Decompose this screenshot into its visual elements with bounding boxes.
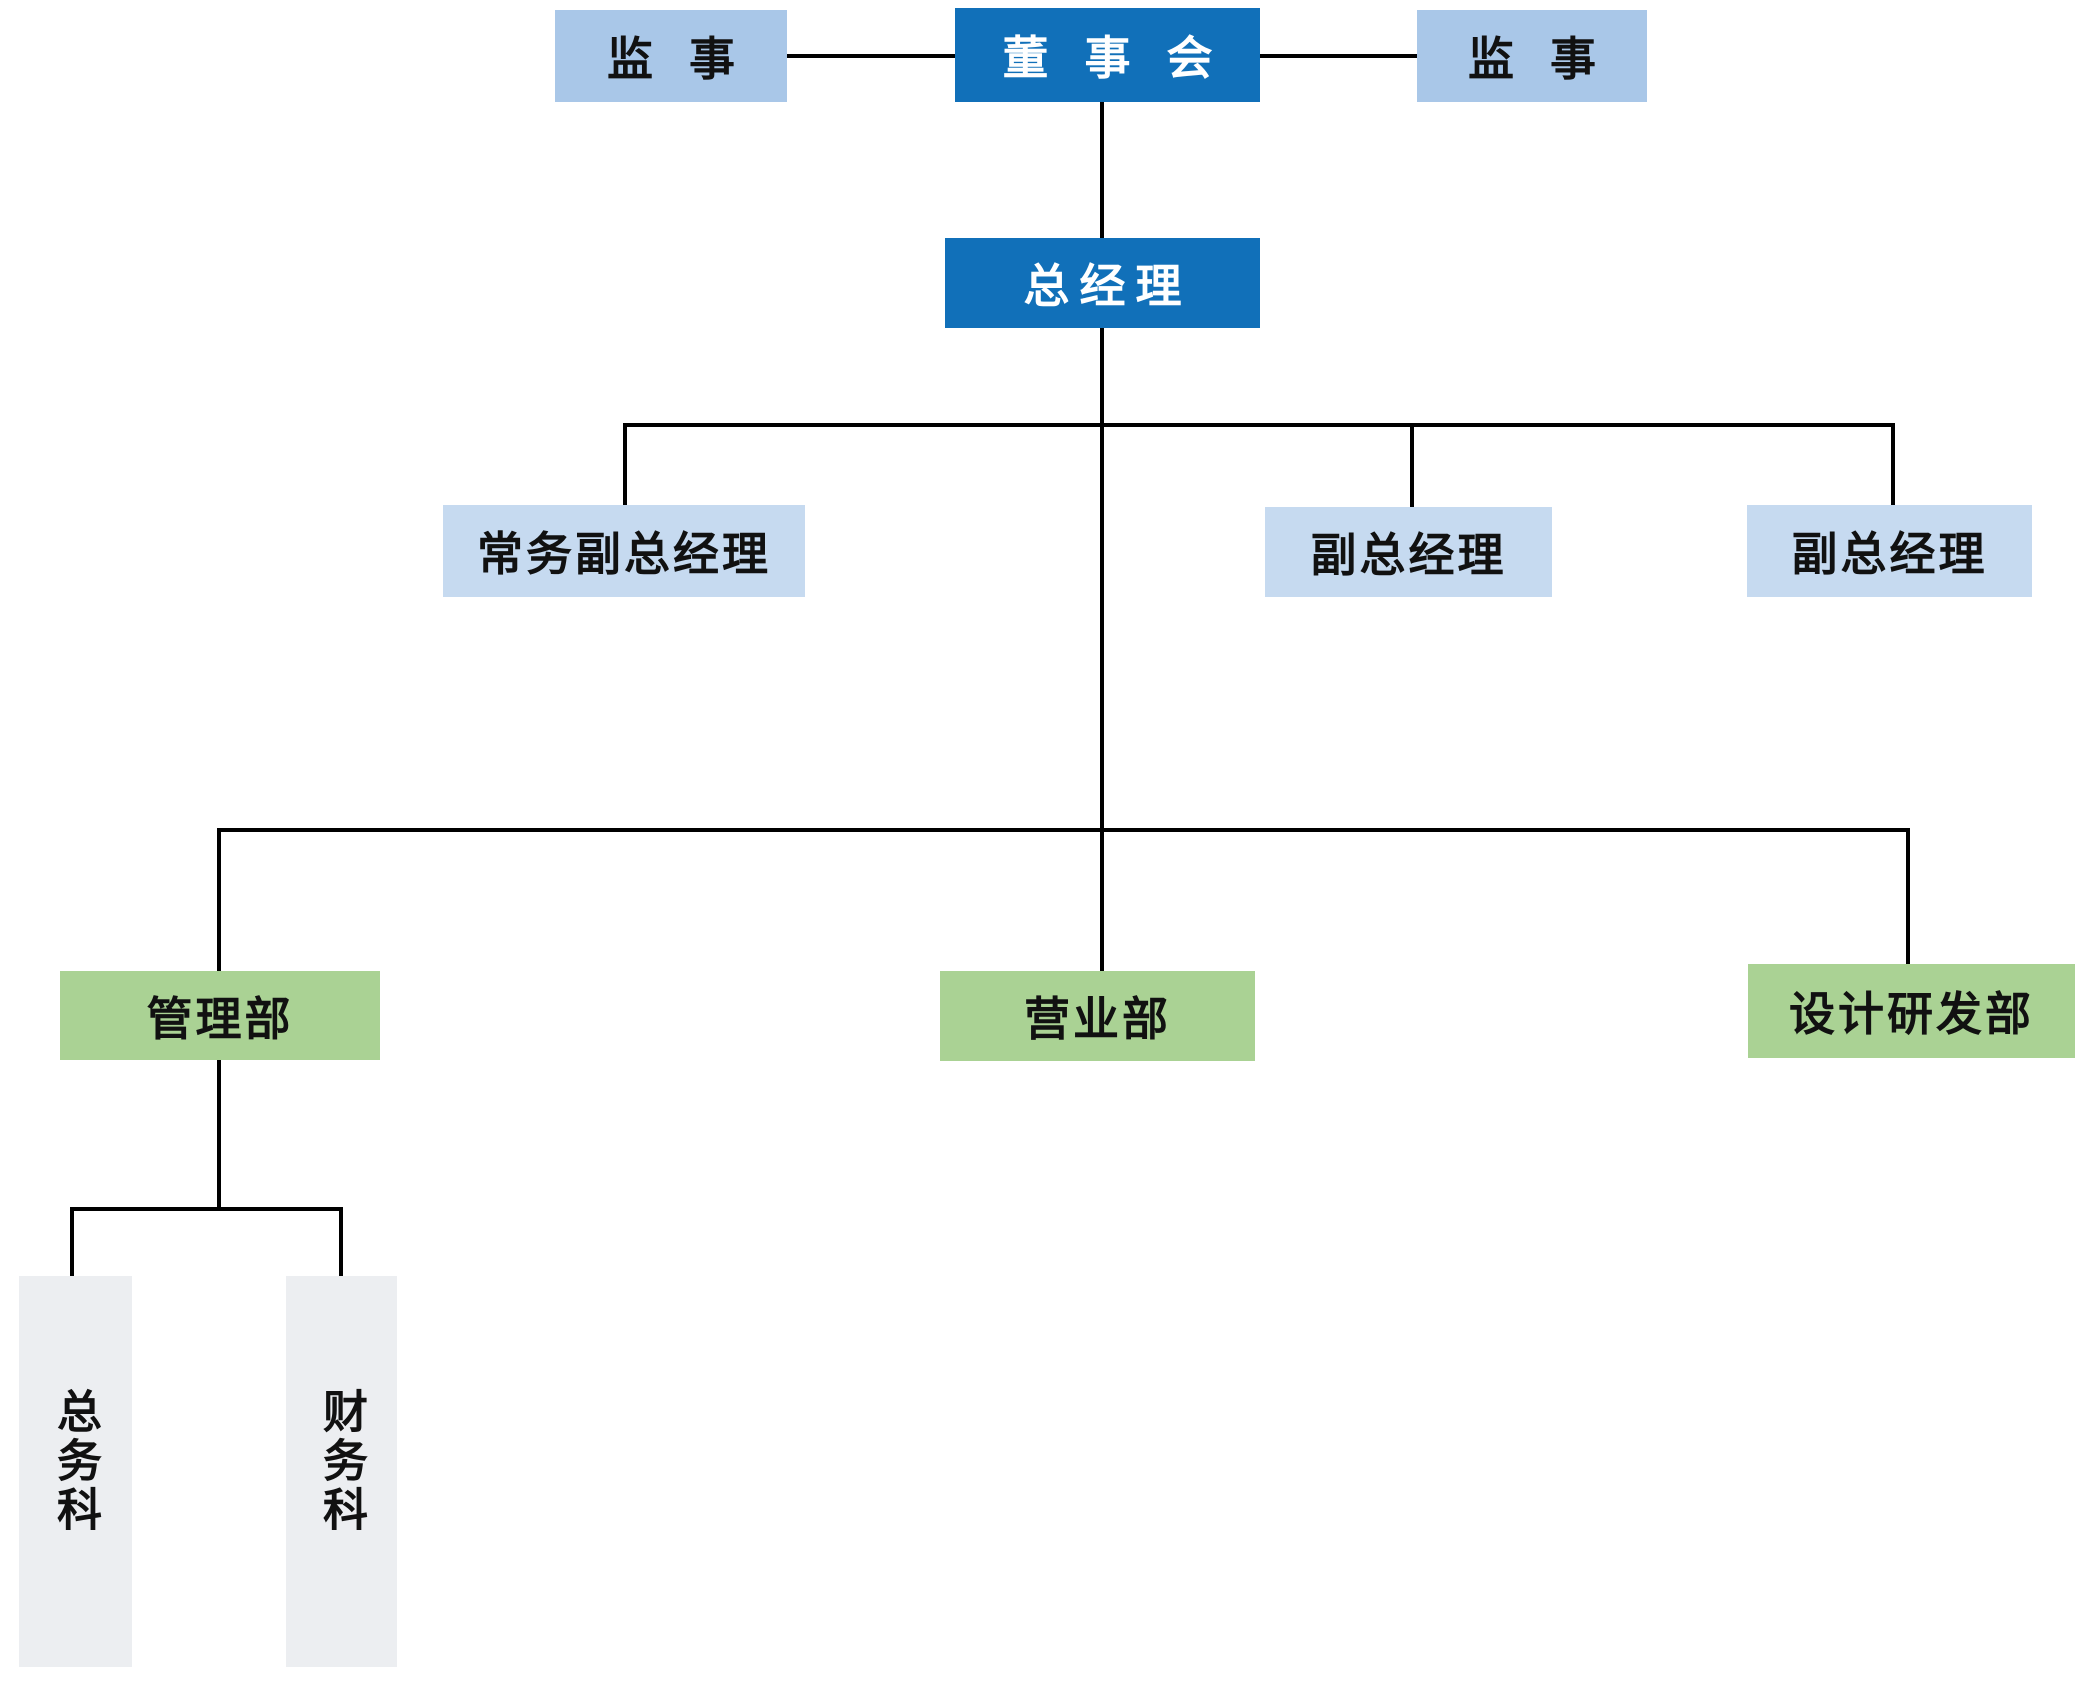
- connector-general-manager-trunk: [1100, 328, 1104, 971]
- node-executive-deputy-general-manager-label: 常务副总经理: [477, 527, 771, 581]
- connector-drop-deputy-gm-1: [1410, 423, 1414, 507]
- connector-supervisor-left-board: [787, 54, 955, 58]
- node-management-department: 管理部: [60, 971, 380, 1060]
- node-supervisor-left-label: 监 事: [606, 32, 745, 86]
- node-general-manager-label: 总经理: [1023, 259, 1192, 313]
- node-business-department: 营业部: [940, 971, 1255, 1061]
- node-deputy-general-manager-1-label: 副总经理: [1310, 528, 1507, 582]
- node-board-of-directors-label: 董 事 会: [1002, 31, 1223, 85]
- node-deputy-general-manager-1: 副总经理: [1265, 507, 1552, 597]
- connector-board-general-manager: [1100, 102, 1104, 238]
- node-general-manager: 总经理: [945, 238, 1260, 328]
- connector-management-dept-trunk: [217, 1060, 221, 1211]
- connector-level5-branch: [70, 1207, 343, 1211]
- node-executive-deputy-general-manager: 常务副总经理: [443, 505, 805, 597]
- node-finance-section: 财务科: [286, 1276, 397, 1667]
- node-design-rd-department: 设计研发部: [1748, 964, 2075, 1058]
- node-supervisor-right-label: 监 事: [1467, 32, 1606, 86]
- node-general-affairs-section-label: 总务科: [49, 1388, 102, 1535]
- node-finance-section-label: 财务科: [315, 1388, 368, 1535]
- node-deputy-general-manager-2-label: 副总经理: [1791, 527, 1988, 581]
- node-design-rd-department-label: 设计研发部: [1789, 987, 2034, 1041]
- connector-drop-design-rd-dept: [1906, 828, 1910, 964]
- node-deputy-general-manager-2: 副总经理: [1747, 505, 2032, 597]
- connector-drop-deputy-gm-2: [1891, 423, 1895, 505]
- node-supervisor-left: 监 事: [555, 10, 787, 102]
- node-supervisor-right: 监 事: [1417, 10, 1647, 102]
- connector-drop-executive-deputy-gm: [623, 423, 627, 505]
- node-general-affairs-section: 总务科: [19, 1276, 132, 1667]
- connector-drop-management-dept: [217, 828, 221, 971]
- node-business-department-label: 营业部: [1024, 992, 1171, 1046]
- connector-level4-branch: [217, 828, 1910, 832]
- node-management-department-label: 管理部: [146, 991, 294, 1046]
- node-board-of-directors: 董 事 会: [955, 8, 1260, 102]
- connector-drop-general-affairs: [70, 1207, 74, 1276]
- connector-board-supervisor-right: [1260, 54, 1417, 58]
- connector-level3-branch: [623, 423, 1895, 427]
- connector-drop-finance: [339, 1207, 343, 1276]
